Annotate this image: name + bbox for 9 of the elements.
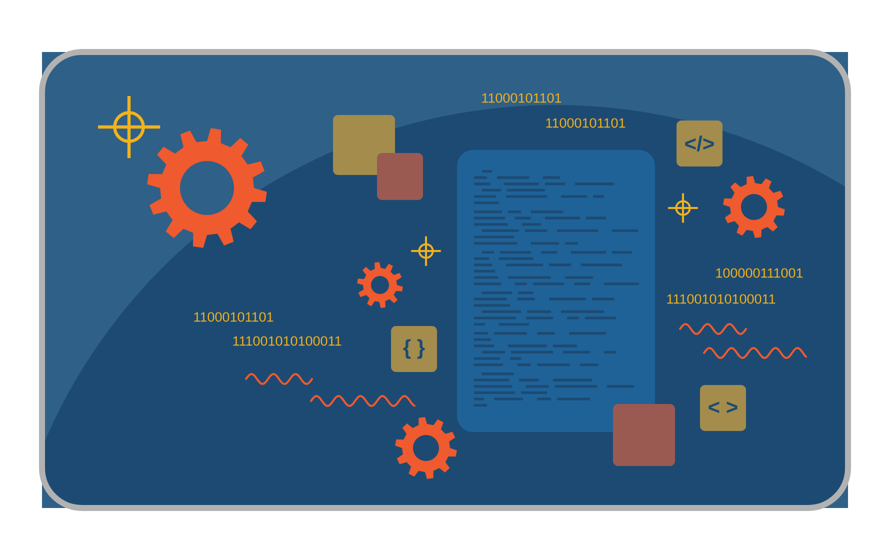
code-tile: { } bbox=[391, 326, 437, 372]
binary-number: 11000101101 bbox=[194, 312, 274, 322]
binary-number: 11000101101 bbox=[546, 118, 626, 128]
code-tile: < > bbox=[700, 385, 746, 431]
binary-number: 11000101101 bbox=[482, 93, 562, 103]
binary-number: 111001010100011 bbox=[233, 336, 342, 346]
code-tile: </> bbox=[676, 120, 722, 166]
binary-number: 111001010100011 bbox=[667, 294, 776, 304]
binary-number: 100000111001 bbox=[716, 268, 803, 278]
